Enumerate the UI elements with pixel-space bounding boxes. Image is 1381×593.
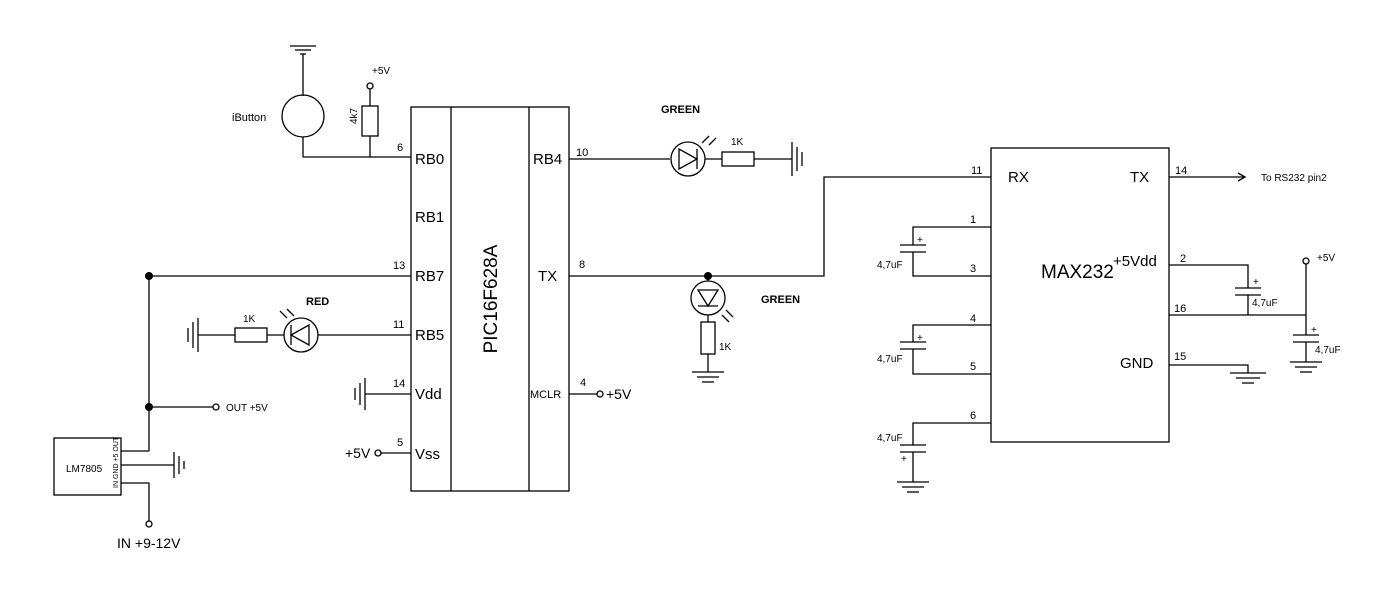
pic-chip: PIC16F628A RB0 RB1 RB7 RB5 Vdd Vss RB4 T… [393, 106, 588, 492]
tx-resistor [700, 321, 716, 355]
rb4-led-circuit: 1K GREEN [569, 104, 803, 177]
max232-pin-5-num: 5 [970, 361, 976, 373]
cap-c2: + 4,7uF [877, 324, 991, 375]
pic-pin-rb5-num: 11 [393, 319, 404, 331]
ibutton-label: iButton [232, 112, 266, 124]
rs232-dest-label: To RS232 pin2 [1261, 173, 1327, 184]
max232-chip: MAX232 RX TX +5Vdd GND 11 14 2 16 15 1 3… [970, 147, 1187, 443]
reg-out-label: OUT +5V [226, 403, 268, 414]
max232-pin-tx-label: TX [1130, 169, 1149, 186]
tx-circuit: 1K GREEN [569, 176, 991, 383]
cap-c1: + 4,7uF [877, 226, 991, 277]
max232-ground [1169, 364, 1266, 384]
vss-supply-label: +5V [345, 445, 371, 461]
red-led-circuit: 1K RED [187, 296, 411, 353]
rb4-green-led [670, 141, 706, 177]
regulator-box [53, 437, 122, 496]
regulator-pins-label: IN GND +5 OUT [113, 436, 120, 488]
cap-c3: + 4,7uF [877, 422, 991, 493]
pic-pin-vdd-label: Vdd [415, 386, 442, 403]
pic-pin-mclr-num: 4 [580, 377, 586, 389]
cap-c5-label: 4,7uF [1315, 345, 1341, 356]
cap-c3-label: 4,7uF [877, 433, 903, 444]
rb5-resistor [234, 327, 268, 343]
pic-pin-vss-label: Vss [415, 446, 440, 463]
cap-c3-plus: + [901, 454, 907, 465]
ibutton-symbol [281, 94, 325, 138]
pullup-supply-label: +5V [372, 66, 390, 77]
ibutton-circuit: iButton +5V 4k7 [232, 45, 411, 158]
max232-pin-16-num: 16 [1174, 303, 1186, 315]
tx-res-label: 1K [719, 342, 732, 353]
pic-pin-rb0-label: RB0 [415, 151, 444, 168]
max232-pin-rx-num: 11 [971, 165, 982, 177]
cap-c5-plus: + [1311, 325, 1317, 336]
max232-pin-rx-label: RX [1008, 169, 1029, 186]
max232-pin-gnd-num: 15 [1174, 351, 1186, 363]
red-led [283, 317, 319, 353]
pic-pin-rb7-label: RB7 [415, 268, 444, 285]
max232-pin-6-num: 6 [970, 410, 976, 422]
pic-pin-tx-num: 8 [579, 259, 585, 271]
pic-pin-mclr-label: MCLR [530, 389, 561, 401]
max232-pin-4-num: 4 [970, 313, 976, 325]
pic-pin-rb4-num: 10 [576, 147, 588, 159]
max232-pin-1-num: 1 [970, 214, 976, 226]
cap-c1-plus: + [917, 235, 923, 246]
red-led-label: RED [306, 296, 329, 308]
max232-pin-vdd-label: +5Vdd [1113, 253, 1157, 270]
pullup-res-label: 4k7 [349, 107, 360, 124]
cap-c4-label: 4,7uF [1252, 298, 1278, 309]
rb4-resistor [721, 151, 755, 167]
pic-chip-name: PIC16F628A [481, 244, 502, 353]
rs232-output: To RS232 pin2 [1169, 172, 1327, 184]
input-label: IN +9-12V [117, 535, 181, 551]
cap-c1-label: 4,7uF [877, 260, 903, 271]
regulator-label: LM7805 [66, 464, 103, 475]
rb4-led-label: GREEN [661, 104, 700, 116]
cap-c2-label: 4,7uF [877, 354, 903, 365]
rb4-res-label: 1K [731, 137, 744, 148]
tx-green-led [690, 280, 726, 316]
cap-c2-plus: + [917, 333, 923, 344]
rb5-res-label: 1K [243, 314, 256, 325]
mclr-supply-label: +5V [606, 386, 632, 402]
cap-c5: +5V + 4,7uF [1169, 253, 1341, 373]
max232-pin-3-num: 3 [970, 263, 976, 275]
max232-pin-vdd-num: 2 [1180, 253, 1186, 265]
cap-c4: + 4,7uF [1169, 264, 1278, 315]
max232-pin-gnd-label: GND [1120, 355, 1154, 372]
tx-led-label: GREEN [761, 294, 800, 306]
pic-pin-rb0-num: 6 [397, 142, 403, 154]
pullup-resistor [361, 105, 379, 137]
regulator-circuit: OUT +5V LM7805 IN GND +5 OUT IN +9-12V [53, 272, 411, 551]
cap-c4-plus: + [1253, 277, 1259, 288]
pic-pin-rb1-label: RB1 [415, 209, 444, 226]
pic-pin-vdd-num: 14 [393, 378, 405, 390]
pic-pin-rb4-label: RB4 [533, 151, 562, 168]
max232-name: MAX232 [1041, 262, 1114, 283]
max232-supply-label: +5V [1317, 253, 1335, 264]
pic-pin-vss-num: 5 [397, 437, 403, 449]
pic-power: +5V +5V [345, 378, 632, 461]
max232-pin-tx-num: 14 [1175, 165, 1187, 177]
pic-pin-tx-label: TX [538, 268, 557, 285]
pic-pin-rb7-num: 13 [393, 260, 405, 272]
pic-pin-rb5-label: RB5 [415, 327, 444, 344]
